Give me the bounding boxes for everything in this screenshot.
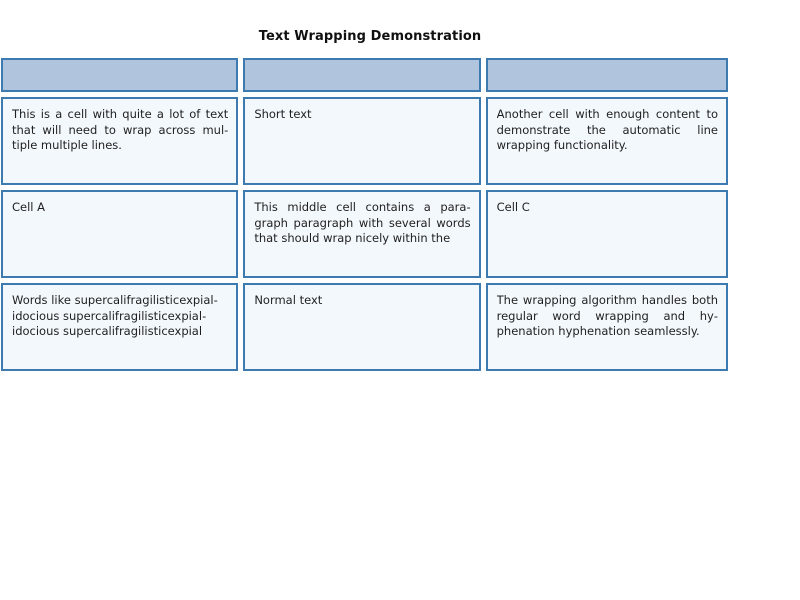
page-title: Text Wrapping Demonstration <box>258 29 482 44</box>
cell-text: Another cell with enough content to demo… <box>496 107 718 152</box>
table-cell: Another cell with enough content to demo… <box>485 97 728 185</box>
table-cell: The wrapping algorithm handles both regu… <box>485 283 728 371</box>
cell-text: Short text <box>254 107 312 121</box>
column-header-3 <box>485 58 728 92</box>
cell-text: This middle cell contains a para­graph p… <box>254 200 471 245</box>
cell-text: Words like supercalifragilisticexpial­id… <box>12 293 218 338</box>
table-row: Words like supercalifragilisticexpial­id… <box>1 283 728 371</box>
table-cell: Cell A <box>1 190 239 278</box>
table-cell: Words like supercalifragilisticexpial­id… <box>1 283 239 371</box>
cell-text: This is a cell with quite a lot of text … <box>12 107 229 152</box>
table-header-row <box>1 58 728 92</box>
cell-text: Cell A <box>12 200 46 214</box>
table-cell: This is a cell with quite a lot of text … <box>1 97 239 185</box>
column-header-2 <box>243 58 481 92</box>
table-cell: Short text <box>243 97 481 185</box>
text-wrapping-table: This is a cell with quite a lot of text … <box>0 53 733 376</box>
cell-text: The wrapping algorithm handles both regu… <box>496 293 718 338</box>
table-header <box>1 58 728 92</box>
table-cell: This middle cell contains a para­graph p… <box>243 190 481 278</box>
cell-text: Cell C <box>496 200 530 214</box>
table-cell: Cell C <box>485 190 728 278</box>
table-cell: Normal text <box>243 283 481 371</box>
column-header-1 <box>1 58 239 92</box>
table-body: This is a cell with quite a lot of text … <box>1 97 728 371</box>
table-row: Cell A This middle cell contains a para­… <box>1 190 728 278</box>
cell-text: Normal text <box>254 293 323 307</box>
table-row: This is a cell with quite a lot of text … <box>1 97 728 185</box>
